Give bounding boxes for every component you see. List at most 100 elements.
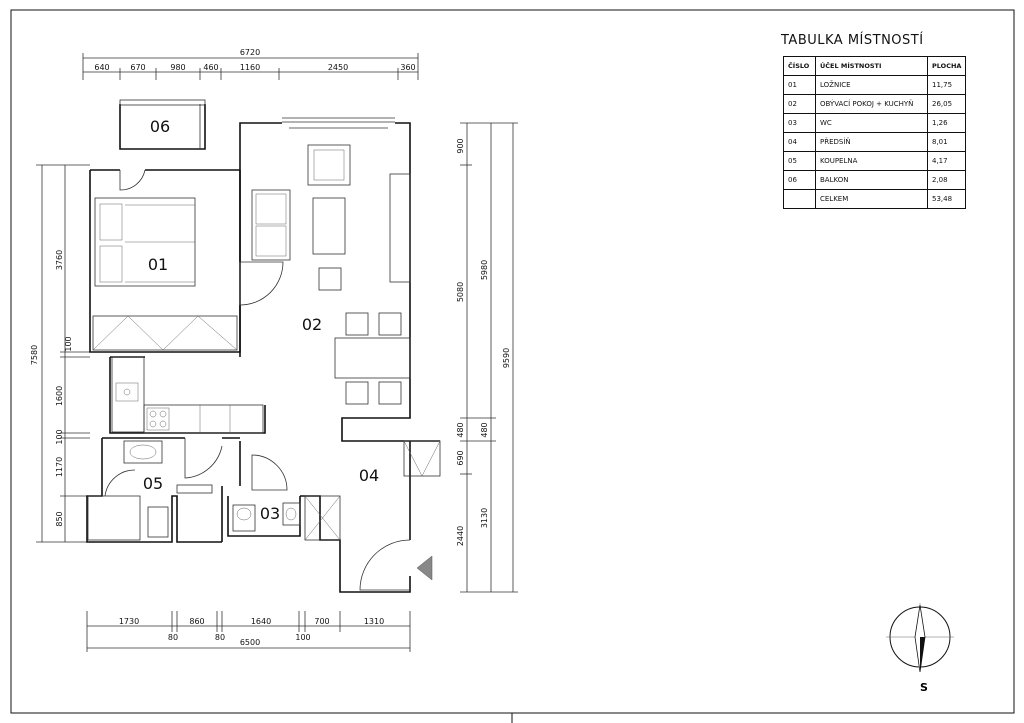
left-dimensions: 7580 3760 100 1600 100 1170 850 [30, 164, 90, 543]
dim-right-inner-1: 900 [456, 138, 465, 153]
header-area: PLOCHA [926, 56, 967, 76]
dim-right-inner-2: 5080 [456, 282, 465, 302]
room-labels: 06 01 02 05 03 04 [143, 117, 379, 523]
dim-left-1: 3760 [55, 250, 64, 270]
dim-top-total: 6720 [240, 48, 260, 57]
walls [86, 99, 440, 593]
table-row: 02 OBÝVACÍ POKOJ + KUCHYŇ 26,05 [783, 94, 967, 114]
door-bathroom [184, 438, 223, 479]
dim-bottom-5: 1310 [364, 617, 384, 626]
room-label-03: 03 [260, 504, 280, 523]
dim-left-6: 850 [55, 511, 64, 526]
dim-left-5: 1170 [55, 457, 64, 477]
table-row: 04 PŘEDSÍŇ 8,01 [783, 132, 967, 152]
table-row: 05 KOUPELNA 4,17 [783, 151, 967, 171]
table-row: 06 BALKON 2,08 [783, 170, 967, 190]
tv-cabinet [389, 173, 411, 283]
doors [119, 169, 433, 591]
dim-top-6: 2450 [328, 63, 348, 72]
dim-left-2: 100 [64, 336, 73, 351]
compass: S [886, 603, 954, 694]
room-label-02: 02 [302, 315, 322, 334]
door-balcony [119, 169, 146, 191]
table-row: 01 LOŽNICE 11,75 [783, 75, 967, 95]
dining-table [334, 337, 411, 379]
room-label-01: 01 [148, 255, 168, 274]
row-area: 8,01 [926, 132, 967, 152]
dim-bottom-small-2: 80 [215, 633, 225, 642]
dim-right-mid-1: 5980 [480, 260, 489, 280]
dim-bottom-1: 1730 [119, 617, 139, 626]
row-area: 4,17 [926, 151, 967, 171]
right-dimensions: 900 5080 480 690 2440 5980 480 3130 9590 [456, 122, 518, 593]
dim-left-3: 1600 [55, 386, 64, 406]
row-area: 2,08 [926, 170, 967, 190]
dim-right-inner-5: 2440 [456, 526, 465, 546]
top-dimensions: 6720 640 670 980 460 1160 2450 360 [82, 48, 419, 80]
total-name: CELKEM [815, 189, 928, 209]
room-table: ČÍSLO ÚČEL MÍSTNOSTI PLOCHA 01 LOŽNICE 1… [783, 56, 967, 209]
room-label-06: 06 [150, 117, 170, 136]
room-label-05: 05 [143, 474, 163, 493]
entrance-arrow-icon [416, 555, 433, 581]
wardrobe [92, 315, 238, 351]
dim-right-inner-3: 480 [456, 422, 465, 437]
header-purpose: ÚČEL MÍSTNOSTI [815, 56, 928, 76]
row-number: 06 [783, 170, 816, 190]
stool [318, 267, 342, 291]
row-name: PŘEDSÍŇ [815, 132, 928, 152]
compass-label: S [920, 681, 928, 694]
dim-bottom-2: 860 [189, 617, 204, 626]
toilet [232, 504, 256, 532]
dim-top-2: 670 [130, 63, 145, 72]
row-name: BALKON [815, 170, 928, 190]
dim-top-5: 1160 [240, 63, 260, 72]
table-header-row: ČÍSLO ÚČEL MÍSTNOSTI PLOCHA [783, 56, 967, 76]
row-number: 02 [783, 94, 816, 114]
row-number: 05 [783, 151, 816, 171]
dim-left-4: 100 [55, 429, 64, 444]
wc-sink [282, 502, 301, 526]
door-bedroom [239, 261, 284, 306]
dim-top-3: 980 [170, 63, 185, 72]
dim-right-total: 9590 [502, 348, 511, 368]
row-name: WC [815, 113, 928, 133]
dim-bottom-3: 1640 [251, 617, 271, 626]
armchair [307, 144, 351, 186]
dim-right-inner-4: 690 [456, 450, 465, 465]
total-number [783, 189, 816, 209]
dim-bottom-4: 700 [314, 617, 329, 626]
sink [123, 440, 163, 464]
row-area: 26,05 [926, 94, 967, 114]
bottom-dimensions: 1730 860 1640 700 1310 80 80 100 6500 [86, 611, 411, 652]
dim-bottom-small-3: 100 [295, 633, 310, 642]
sofa [251, 189, 291, 261]
dim-top-1: 640 [94, 63, 109, 72]
row-name: LOŽNICE [815, 75, 928, 95]
door-wc [251, 454, 288, 491]
row-area: 1,26 [926, 113, 967, 133]
row-number: 03 [783, 113, 816, 133]
row-number: 01 [783, 75, 816, 95]
hall-cabinet [304, 495, 341, 541]
row-number: 04 [783, 132, 816, 152]
total-area: 53,48 [926, 189, 967, 209]
kitchen-counter [143, 404, 264, 434]
furniture [87, 144, 441, 541]
dim-left-total: 7580 [30, 345, 39, 365]
header-number: ČÍSLO [783, 56, 816, 76]
table-title: TABULKA MÍSTNOSTÍ [781, 33, 924, 48]
row-name: OBÝVACÍ POKOJ + KUCHYŇ [815, 94, 928, 114]
row-area: 11,75 [926, 75, 967, 95]
dim-bottom-small-1: 80 [168, 633, 178, 642]
room-label-04: 04 [359, 466, 379, 485]
dim-bottom-total: 6500 [240, 638, 260, 647]
bathtub [87, 495, 141, 541]
dim-right-mid-2: 480 [480, 422, 489, 437]
cooktop [146, 407, 170, 431]
door-entrance [359, 539, 411, 591]
dim-right-mid-3: 3130 [480, 508, 489, 528]
dim-top-4: 460 [203, 63, 218, 72]
row-name: KOUPELNA [815, 151, 928, 171]
